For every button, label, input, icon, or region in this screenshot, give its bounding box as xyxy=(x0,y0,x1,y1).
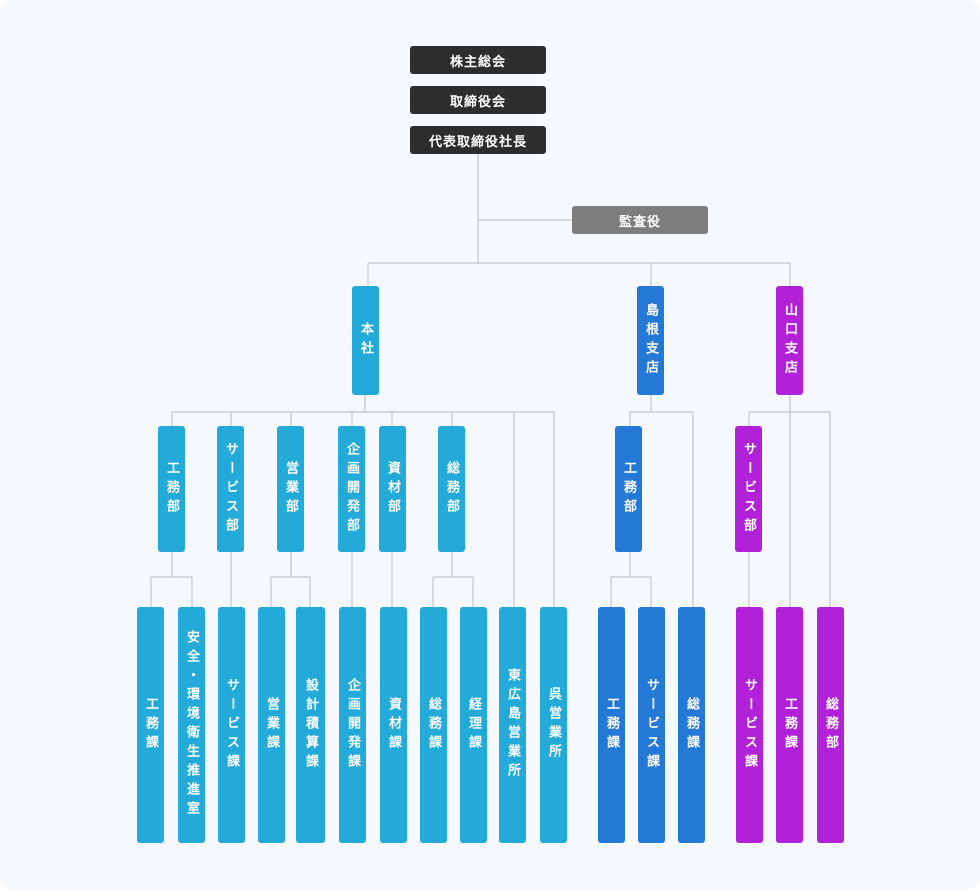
yamaguchi-service-dept-box: サービス部 xyxy=(735,426,762,552)
shimane-service-section-box: サービス課 xyxy=(638,607,665,843)
shareholders-meeting-box: 株主総会 xyxy=(410,46,546,74)
construction-section-box: 工務課 xyxy=(137,607,164,843)
design-estimation-section-box: 設計積算課 xyxy=(296,607,325,843)
planning-dept-box: 企画開発部 xyxy=(338,426,365,552)
yamaguchi-branch-box: 山口支店 xyxy=(776,286,803,395)
shimane-general-affairs-section-box: 総務課 xyxy=(678,607,705,843)
yamaguchi-construction-section-box: 工務課 xyxy=(776,607,803,843)
safety-office-box: 安全・環境衛生推進室 xyxy=(178,607,205,843)
planning-section-box: 企画開発課 xyxy=(339,607,366,843)
sales-dept-box: 営業部 xyxy=(277,426,304,552)
president-box: 代表取締役社長 xyxy=(410,126,546,154)
auditor-box: 監査役 xyxy=(572,206,708,234)
shimane-branch-box: 島根支店 xyxy=(637,286,664,395)
shimane-construction-section-box: 工務課 xyxy=(598,607,625,843)
construction-dept-box: 工務部 xyxy=(158,426,185,552)
materials-dept-box: 資材部 xyxy=(379,426,406,552)
yamaguchi-service-section-box: サービス課 xyxy=(736,607,763,843)
yamaguchi-general-affairs-dept-box: 総務部 xyxy=(817,607,844,843)
board-of-directors-box: 取締役会 xyxy=(410,86,546,114)
accounting-section-box: 経理課 xyxy=(460,607,487,843)
service-section-box: サービス課 xyxy=(218,607,245,843)
general-affairs-section-box: 総務課 xyxy=(420,607,447,843)
general-affairs-dept-box: 総務部 xyxy=(438,426,465,552)
head-office-box: 本社 xyxy=(352,286,379,395)
service-dept-box: サービス部 xyxy=(217,426,244,552)
kure-office-box: 呉営業所 xyxy=(540,607,567,843)
shimane-construction-dept-box: 工務部 xyxy=(615,426,642,552)
higashihiroshima-office-box: 東広島営業所 xyxy=(499,607,526,843)
materials-section-box: 資材課 xyxy=(380,607,407,843)
sales-section-box: 営業課 xyxy=(258,607,285,843)
